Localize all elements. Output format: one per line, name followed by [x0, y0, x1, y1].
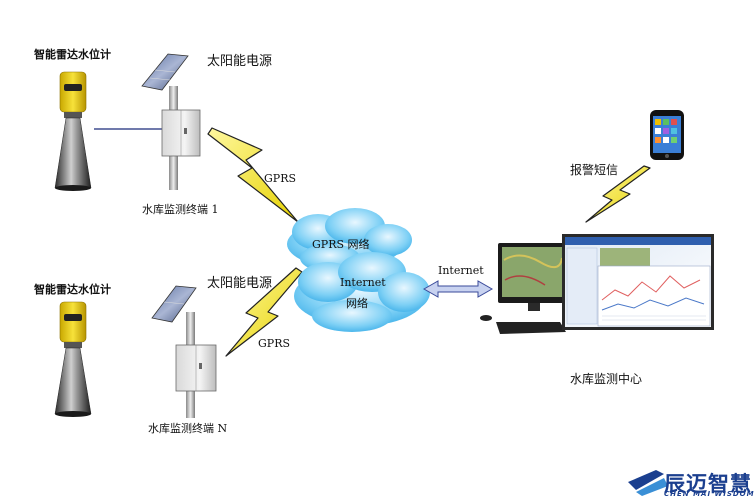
solar-label-top: 太阳能电源	[207, 54, 273, 69]
gprs-bolt-bottom	[225, 267, 303, 357]
alarm-sms-label: 报警短信	[570, 163, 619, 177]
solar-panel-top	[141, 53, 189, 91]
terminal-label-bottom: 水库监测终端 N	[148, 422, 228, 435]
radar-level-sensor-top	[54, 71, 92, 191]
solar-label-bottom: 太阳能电源	[207, 276, 273, 291]
gprs-label-top: GPRS	[264, 172, 297, 185]
terminal-label-top: 水库监测终端 1	[142, 203, 219, 216]
solar-panel-bottom	[151, 285, 197, 323]
gprs-bolt-top	[207, 127, 299, 223]
monitoring-workstation	[480, 234, 714, 334]
gprs-label-bottom: GPRS	[258, 337, 291, 350]
monitoring-center-label: 水库监测中心	[570, 372, 643, 386]
logo-subtitle: CHEN MAI WISDOM	[664, 490, 755, 498]
sensor-label-bottom: 智能雷达水位计	[34, 283, 111, 296]
internet-double-arrow	[422, 280, 494, 298]
gprs-network-label: GPRS 网络	[312, 238, 370, 251]
internet-cloud	[294, 252, 430, 332]
sensor-label-top: 智能雷达水位计	[34, 48, 111, 61]
internet-link-label: Internet	[438, 264, 484, 277]
mobile-phone	[650, 110, 684, 160]
internet-cloud-label-1: Internet	[340, 276, 386, 289]
terminal-box-bottom	[175, 344, 217, 392]
internet-cloud-label-2: 网络	[346, 297, 368, 310]
radar-level-sensor-bottom	[54, 301, 92, 417]
logo-mark	[628, 470, 668, 496]
terminal-box-top	[161, 109, 201, 157]
logo-name: 辰迈智慧	[664, 472, 752, 496]
alarm-bolt	[585, 165, 651, 223]
